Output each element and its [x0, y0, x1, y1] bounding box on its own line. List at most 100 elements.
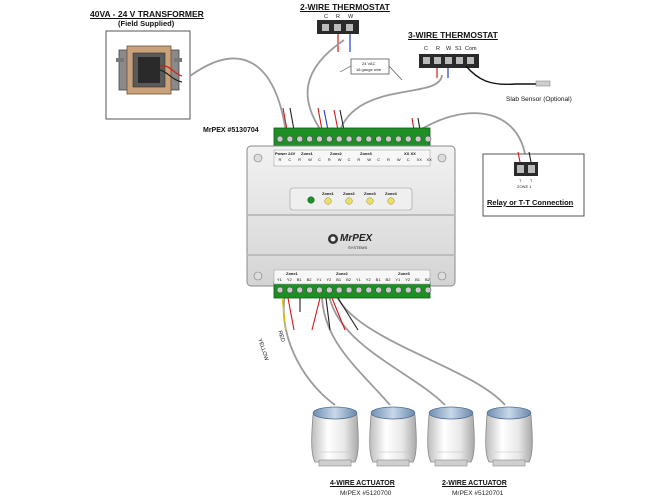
bottom-terminal-label: Y2: [326, 277, 332, 282]
bottom-terminal-label: Y1: [355, 277, 361, 282]
transformer-title: 40VA - 24 V TRANSFORMER: [90, 9, 204, 19]
bottom-terminal-label: B2: [425, 277, 430, 282]
bottom-terminal-label: Y1: [395, 277, 401, 282]
top-zone-group-label: XX XX: [404, 151, 416, 156]
bottom-terminal-screw: [345, 286, 353, 294]
top-terminal-screw: [316, 135, 323, 143]
bottom-terminal-screw: [385, 286, 392, 294]
bottom-terminal-screw: [335, 286, 343, 294]
controller-brand: MrPEX: [340, 233, 373, 244]
top-terminal-label: C: [406, 157, 410, 162]
top-terminal-label: XX: [426, 157, 432, 162]
transformer: [105, 30, 191, 120]
three-wire-thermostat-title: 3-WIRE THERMOSTAT: [408, 30, 498, 40]
bottom-terminal-screw: [424, 286, 432, 294]
top-terminal-label: W: [337, 157, 342, 162]
bottom-terminal-label: Y2: [405, 277, 411, 282]
thw-t-s1: S1: [455, 46, 462, 52]
power-led: [307, 196, 315, 204]
top-zone-group-label: Zone2: [330, 151, 342, 156]
thw-t-w: W: [446, 46, 452, 52]
actuator-head: [369, 406, 417, 467]
relay-title: Relay or T-T Connection: [487, 198, 574, 207]
top-terminal-screw: [326, 135, 333, 143]
bottom-zone-group-label: Zone3: [398, 271, 410, 276]
bottom-terminal-screw: [365, 286, 373, 294]
zone-led: [324, 197, 332, 205]
bottom-terminal-screw: [375, 286, 382, 294]
actuator-2wire-model: MrPEX #5120701: [452, 490, 504, 497]
actuator-4wire-model: MrPEX #5120700: [340, 490, 392, 497]
wire-note-line1: 24 VAC: [362, 61, 376, 66]
bottom-terminal-label: B1: [415, 277, 421, 282]
top-terminal-label: R: [278, 157, 282, 162]
actuator-base: [376, 459, 410, 467]
top-terminal-screw: [276, 135, 284, 143]
actuator-body: [311, 414, 359, 463]
actuator-4wire-title: 4-WIRE ACTUATOR: [330, 480, 395, 487]
actuator-cap: [486, 406, 532, 420]
bottom-terminal-screw: [326, 286, 333, 294]
top-zone-group-label: Zone3: [360, 151, 372, 156]
bottom-terminal-screw: [306, 286, 313, 294]
relay-terminal-2: T: [530, 178, 533, 183]
top-terminal-label: R: [327, 157, 331, 162]
top-terminal-label: C: [347, 157, 351, 162]
relay-terminal-1: T: [519, 178, 522, 183]
tw-t-r: R: [336, 14, 340, 20]
top-terminal-label: W: [396, 157, 401, 162]
top-terminal-screw: [395, 135, 402, 143]
relay-panel: [482, 151, 585, 217]
two-wire-thermostat-title: 2-WIRE THERMOSTAT: [300, 2, 390, 12]
zone-led: [366, 197, 374, 205]
top-leads: [282, 107, 421, 131]
top-terminal-screw: [296, 135, 303, 143]
controller: [246, 127, 456, 299]
top-terminal-screw: [405, 135, 412, 143]
bottom-terminal-screw: [405, 286, 412, 294]
top-terminal-label: R: [298, 157, 302, 162]
transformer-subtitle: (Field Supplied): [118, 19, 175, 28]
bottom-terminal-screw: [414, 286, 422, 294]
actuator-base: [318, 459, 352, 467]
bottom-terminal-label: Y2: [286, 277, 292, 282]
bottom-leads: [281, 297, 359, 331]
actuator-body: [369, 414, 417, 463]
top-terminal-screw: [375, 135, 382, 143]
actuator-2wire-title: 2-WIRE ACTUATOR: [442, 480, 507, 487]
bottom-terminal-label: Y2: [365, 277, 371, 282]
bottom-terminal-screw: [355, 286, 363, 294]
thw-t-com: Com: [465, 46, 477, 52]
top-terminal-label: XX: [416, 157, 422, 162]
top-terminal-label: R: [357, 157, 361, 162]
top-terminal-screw: [385, 135, 392, 143]
top-terminal-label: C: [288, 157, 292, 162]
actuator-base: [492, 459, 526, 467]
tw-t-c: C: [324, 14, 328, 20]
zone-led-label: Zone3: [364, 191, 376, 196]
zone-led-label: Zone2: [343, 191, 355, 196]
top-terminal-screw: [414, 135, 422, 143]
bottom-terminal-label: B2: [385, 277, 391, 282]
three-wire-thermostat: [419, 54, 551, 87]
actuator-head: [485, 406, 533, 467]
wire-note: [339, 58, 403, 81]
top-terminal-label: C: [317, 157, 321, 162]
zone-led: [345, 197, 353, 205]
zone-led-label: Zone4: [385, 191, 397, 196]
wire-note-line2: 18 gauge wire: [356, 67, 382, 72]
top-terminal-screw: [365, 135, 373, 143]
zone-led: [387, 197, 395, 205]
top-terminal-label: C: [377, 157, 381, 162]
bottom-terminal-label: B1: [375, 277, 381, 282]
bottom-terminal-screw: [395, 286, 402, 294]
zone-led-label: Zone1: [322, 191, 334, 196]
actuator-cap: [370, 406, 416, 420]
thw-t-c: C: [424, 46, 428, 52]
thw-t-r: R: [436, 46, 440, 52]
bottom-terminal-screw: [276, 286, 284, 294]
actuator-head: [427, 406, 475, 467]
bottom-terminal-label: B2: [346, 277, 351, 282]
top-terminal-screw: [286, 135, 294, 143]
